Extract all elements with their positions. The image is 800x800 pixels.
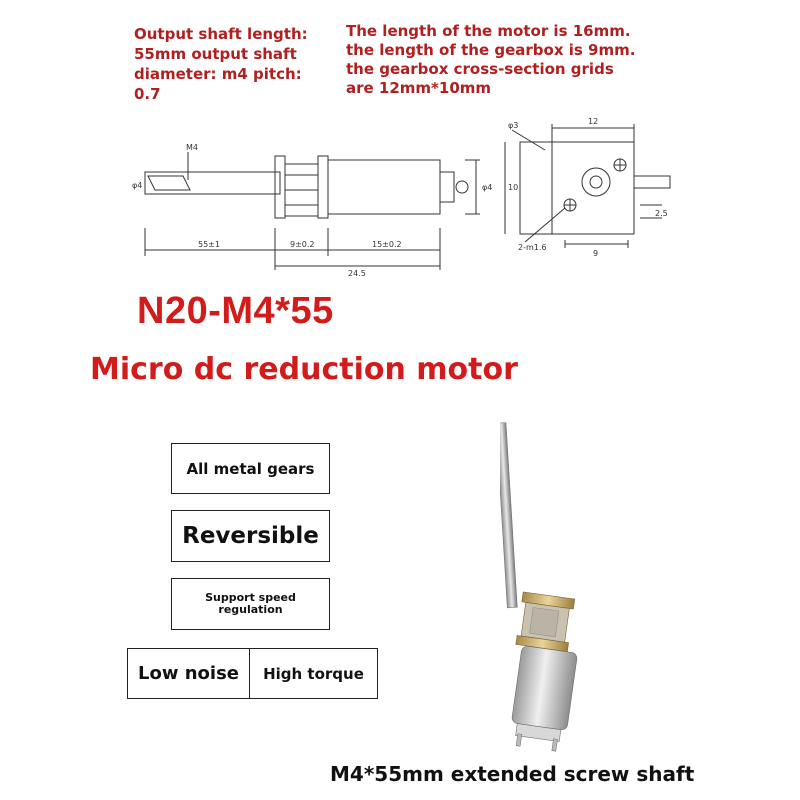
motor-specs: The length of the motor is 16mm. the len… [346, 22, 786, 98]
shaft-thread-tip [147, 175, 191, 191]
motor-cap [439, 171, 455, 203]
shaft-outline [144, 171, 281, 195]
label-d4-right: φ4 [482, 183, 492, 192]
gearbox-plate [317, 155, 329, 219]
label-m4: M4 [186, 143, 198, 152]
shaft-specs: Output shaft length: 55mm output shaft d… [134, 24, 334, 104]
feature-reversible: Reversible [171, 510, 330, 562]
feature-low-noise: Low noise [128, 649, 250, 698]
end-view-shaft-circle [581, 167, 611, 197]
label-body-length: 24.5 [348, 269, 366, 278]
motor-body-outline [327, 159, 441, 215]
feature-row: Low noise High torque [127, 648, 378, 699]
label-holes: 2-m1.6 [518, 243, 547, 252]
motor-terminal [455, 180, 469, 194]
shaft-spec-line: Output shaft length: [134, 25, 308, 43]
motor-spec-line: the length of the gearbox is 9mm. [346, 41, 636, 59]
product-subtitle: Micro dc reduction motor [90, 352, 518, 387]
label-width-9: 9 [593, 249, 598, 258]
shaft-spec-line: diameter: m4 pitch: [134, 65, 302, 83]
label-d4-left: φ4 [132, 181, 142, 190]
motor-spec-line: are 12mm*10mm [346, 79, 492, 97]
label-offset-2-5: 2.5 [655, 209, 668, 218]
feature-speed-regulation: Support speed regulation [171, 578, 330, 630]
technical-drawing: M4 φ4 φ4 55±1 9±0.2 15±0.2 24.5 φ3 12 10… [132, 117, 671, 278]
label-d3: φ3 [508, 121, 518, 130]
gearbox [515, 591, 576, 652]
shaft-spec-line: 55mm output shaft [134, 45, 297, 63]
motor-body [511, 645, 578, 752]
feature-metal-gears: All metal gears [171, 443, 330, 494]
model-title: N20-M4*55 [137, 290, 334, 332]
shaft-caption: M4*55mm extended screw shaft [330, 762, 695, 786]
label-height-10: 10 [508, 183, 518, 192]
shaft-spec-line: 0.7 [134, 85, 161, 103]
label-shaft-length: 55±1 [198, 240, 220, 249]
motor-photo [500, 422, 578, 752]
end-view-outline [551, 141, 635, 235]
label-width-12: 12 [588, 117, 598, 126]
feature-high-torque: High torque [263, 664, 364, 683]
motor-spec-line: the gearbox cross-section grids [346, 60, 614, 78]
label-gearbox-length: 9±0.2 [290, 240, 315, 249]
label-motor-length: 15±0.2 [372, 240, 402, 249]
motor-spec-line: The length of the motor is 16mm. [346, 22, 631, 40]
